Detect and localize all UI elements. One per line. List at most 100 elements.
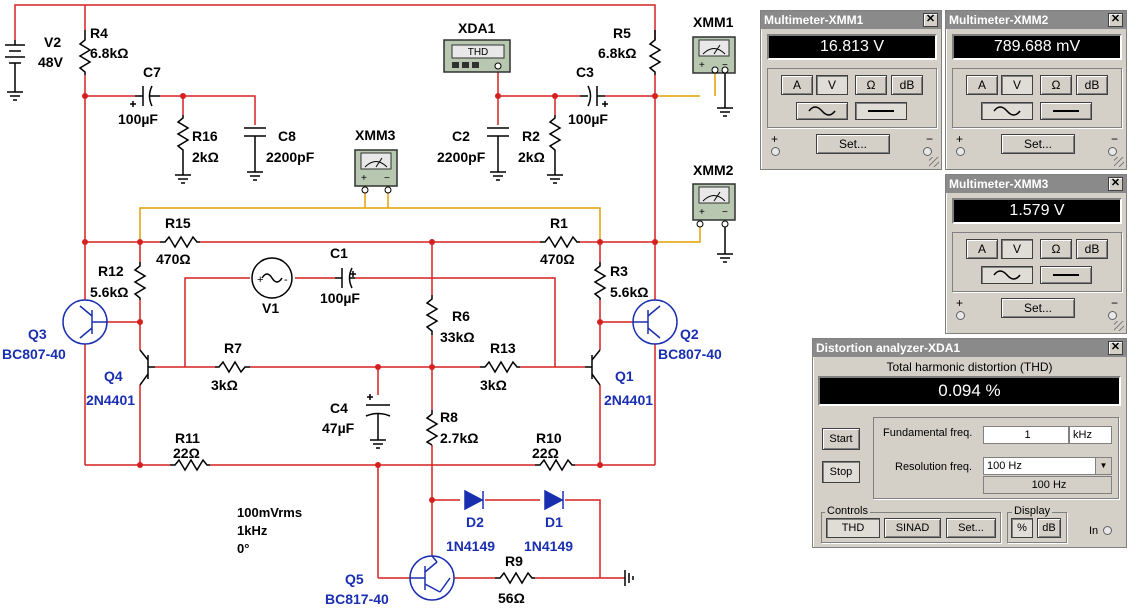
c1-value: 100µF [320,290,360,306]
close-icon[interactable]: ✕ [1108,13,1123,27]
settings-button[interactable]: Set... [946,518,996,538]
battery-v2-symbol[interactable] [5,40,25,101]
resistor-r10-symbol[interactable] [535,458,575,472]
start-button[interactable]: Start [822,428,860,450]
xmm3-ohm-button[interactable]: Ω [1040,239,1072,259]
r10-value: 22Ω [532,445,559,461]
resistor-r6-symbol[interactable] [425,295,439,335]
xmm2-minus-terminal[interactable] [1108,147,1117,156]
resistor-r9-symbol[interactable] [495,571,535,585]
xmm2-db-button[interactable]: dB [1076,75,1108,95]
r5-name: R5 [613,25,631,41]
capacitor-c7-symbol[interactable] [130,85,160,107]
fundamental-freq-input[interactable]: 1 [983,426,1069,444]
capacitor-c4-symbol[interactable] [365,394,391,440]
in-terminal[interactable] [1103,526,1112,535]
resolution-freq-select[interactable]: 100 Hz ▼ [983,457,1112,475]
xmm3-titlebar[interactable]: Multimeter-XMM3✕ [946,175,1126,193]
diode-d1-symbol[interactable] [544,489,564,511]
svg-text:−: − [384,173,390,184]
multimeter-xmm1-window[interactable]: Multimeter-XMM1✕ 16.813 V A V Ω dB Set..… [760,10,942,170]
xmm2-set-button[interactable]: Set... [1001,134,1075,154]
xmm1-volt-button[interactable]: V [816,75,848,95]
resize-grip-icon[interactable] [929,157,939,167]
xmm3-dc-button[interactable] [1040,266,1092,284]
transistor-q5-symbol[interactable] [409,555,455,601]
distortion-analyzer-window[interactable]: Distortion analyzer-XDA1✕ Total harmonic… [812,338,1127,548]
xmm1-minus-terminal[interactable] [923,147,932,156]
resistor-r12-symbol[interactable] [133,262,147,300]
resistor-r11-symbol[interactable] [170,458,210,472]
close-icon[interactable]: ✕ [923,13,938,27]
ac-source-v1-symbol[interactable]: + - [251,257,293,299]
multimeter-xmm3-symbol[interactable]: +− [354,149,398,194]
resistor-r1-symbol[interactable] [540,235,580,249]
svg-text:+: + [361,173,367,184]
r2-value: 2kΩ [518,149,545,165]
capacitor-c1-symbol[interactable] [335,267,356,289]
xmm3-amp-button[interactable]: A [966,239,998,259]
xmm1-set-button[interactable]: Set... [816,134,890,154]
db-button[interactable]: dB [1037,518,1061,538]
resistor-r4-symbol[interactable] [78,30,92,75]
resistor-r15-symbol[interactable] [160,235,200,249]
multimeter-xmm2-window[interactable]: Multimeter-XMM2✕ 789.688 mV A V Ω dB Set… [945,10,1127,170]
resistor-r5-symbol[interactable] [648,30,662,75]
svg-text:+: + [699,207,705,218]
xmm1-plus-terminal[interactable] [771,147,780,156]
xmm3-ac-button[interactable] [981,266,1033,284]
xmm1-titlebar[interactable]: Multimeter-XMM1✕ [761,11,941,29]
xmm2-amp-button[interactable]: A [966,75,998,95]
transistor-q3-symbol[interactable] [62,299,108,345]
multimeter-xmm1-symbol[interactable]: +− [692,36,736,74]
stop-button[interactable]: Stop [822,461,860,483]
resistor-r8-symbol[interactable] [425,410,439,446]
v1-phase: 0° [237,541,249,556]
transistor-q1-symbol[interactable] [585,349,601,386]
resize-grip-icon[interactable] [1114,321,1124,331]
percent-button[interactable]: % [1011,518,1033,538]
transistor-q2-symbol[interactable] [632,299,678,345]
transistor-q4-symbol[interactable] [139,349,155,386]
xmm1-db-button[interactable]: dB [891,75,923,95]
multimeter-xmm3-window[interactable]: Multimeter-XMM3✕ 1.579 V A V Ω dB Set...… [945,174,1127,334]
resistor-r3-symbol[interactable] [593,262,607,300]
q1-name: Q1 [615,368,634,384]
capacitor-c8-symbol[interactable] [244,127,266,172]
xmm2-volt-button[interactable]: V [1001,75,1033,95]
xmm2-title: Multimeter-XMM2 [949,13,1049,27]
thd-button[interactable]: THD [826,518,880,538]
capacitor-c2-symbol[interactable] [487,127,509,172]
distortion-analyzer-xda1-symbol[interactable]: THD [443,39,511,73]
resistor-r2-symbol[interactable] [548,115,562,155]
xmm1-amp-button[interactable]: A [781,75,813,95]
xmm1-ac-button[interactable] [796,102,848,120]
close-icon[interactable]: ✕ [1108,177,1123,191]
xmm3-set-button[interactable]: Set... [1001,298,1075,318]
xmm1-ohm-button[interactable]: Ω [855,75,887,95]
resize-grip-icon[interactable] [1114,157,1124,167]
xmm3-db-button[interactable]: dB [1076,239,1108,259]
xmm2-ac-button[interactable] [981,102,1033,120]
capacitor-c3-symbol[interactable] [580,85,608,107]
multimeter-xmm2-symbol[interactable]: +− [692,183,736,228]
xmm3-minus-terminal[interactable] [1108,311,1117,320]
xmm2-ohm-button[interactable]: Ω [1040,75,1072,95]
resistor-r16-symbol[interactable] [176,115,190,155]
xmm2-plus-terminal[interactable] [956,147,965,156]
close-icon[interactable]: ✕ [1108,341,1123,355]
chevron-down-icon[interactable]: ▼ [1095,458,1111,474]
resistor-r13-symbol[interactable] [480,360,520,374]
xmm2-titlebar[interactable]: Multimeter-XMM2 ✕ [946,11,1126,29]
q5-name: Q5 [345,571,364,587]
xmm1-dc-button[interactable] [855,102,907,120]
xmm2-dc-button[interactable] [1040,102,1092,120]
resistor-r7-symbol[interactable] [215,360,250,374]
xda1-titlebar[interactable]: Distortion analyzer-XDA1✕ [813,339,1126,357]
diode-d2-symbol[interactable] [464,489,484,511]
xmm3-volt-button[interactable]: V [1001,239,1033,259]
xmm3-plus-terminal[interactable] [956,311,965,320]
fundamental-unit-field[interactable]: kHz [1069,426,1112,444]
sinad-button[interactable]: SINAD [884,518,941,538]
